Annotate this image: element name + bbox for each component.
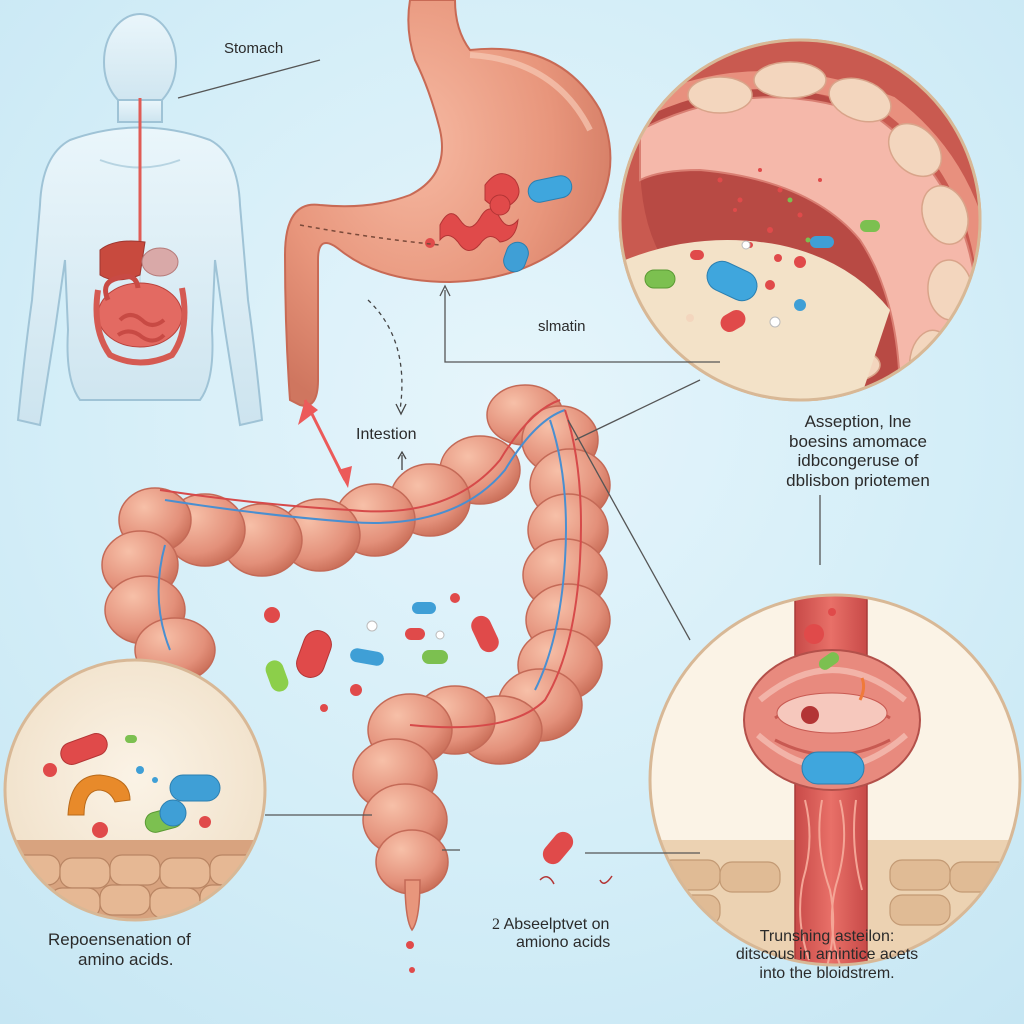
transport-caption-line2: ditscous in amintice acets [735, 946, 919, 964]
representation-detail-circle [3, 658, 267, 922]
leader-lines [177, 59, 821, 854]
transport-caption-line1: Trunshing asteilon: [759, 928, 895, 945]
absorption-note-line3: idbcongeruse of [797, 451, 919, 471]
stomach-organ [283, 0, 612, 407]
absorption-note-line2: boesins amomace [789, 431, 927, 451]
flow-arrow [298, 299, 407, 488]
absorption-amino-line1-row: 2 Abseelptvet on [492, 916, 610, 934]
stomach-label: Stomach [224, 40, 284, 57]
absorption-note-line4: dblisbon priotemen [786, 470, 930, 490]
small-intestine-label: slmatin [538, 318, 586, 335]
stomach-wall-detail-circle [618, 38, 982, 402]
floating-amino-acids [264, 593, 613, 885]
representation-caption-line2: amino acids. [78, 949, 174, 969]
absorption-amino-line1: Abseelptvet on [503, 916, 610, 933]
representation-caption: Repoensenation of amino acids. [48, 930, 191, 969]
bloodstream-detail-circle [648, 593, 1022, 967]
absorption-amino-caption: 2 Abseelptvet on amiono acids [492, 916, 610, 953]
absorption-note: Asseption, lne boesins amomace idbconger… [738, 412, 978, 490]
transport-caption: Trunshing asteilon: ditscous in amintice… [692, 928, 962, 983]
absorption-note-line1: Asseption, lne [804, 412, 912, 431]
large-intestine [101, 384, 611, 973]
step-number: 2 [492, 916, 500, 933]
absorption-amino-line2: amiono acids [516, 934, 611, 952]
intestine-label: Intestion [356, 426, 417, 443]
transport-caption-line3: into the bloidstrem. [759, 964, 895, 982]
human-body-figure [16, 13, 264, 427]
representation-caption-line1: Repoensenation of [48, 930, 191, 949]
